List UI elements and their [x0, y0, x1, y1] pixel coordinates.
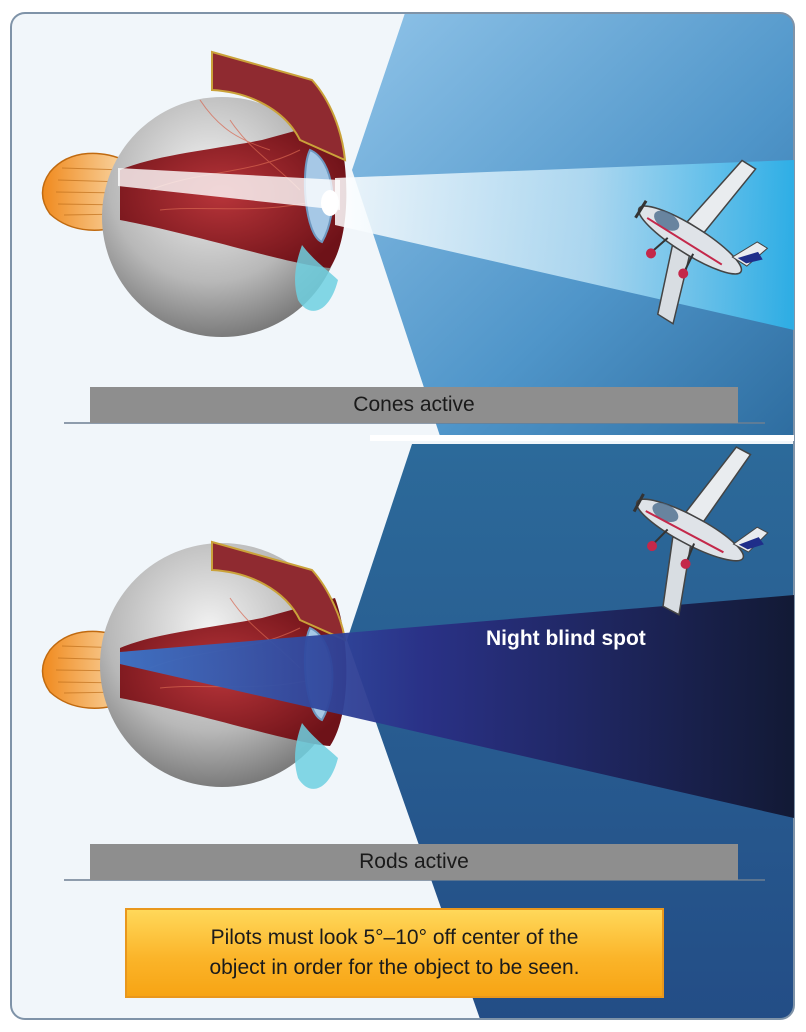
panel-divider [370, 435, 794, 441]
cones-active-label: Cones active [90, 387, 738, 423]
pilot-tip-line-2: object in order for the object to be see… [209, 956, 580, 979]
airplane-top-icon [634, 159, 769, 325]
pilot-tip-callout: Pilots must look 5°–10° off center of th… [125, 908, 664, 998]
pilot-tip-line-1: Pilots must look 5°–10° off center of th… [210, 925, 579, 949]
rod-light-beam [120, 595, 794, 818]
night-blind-spot-label: Night blind spot [486, 627, 646, 650]
rods-active-label: Rods active [90, 844, 738, 880]
eye-cones-illustration [41, 50, 347, 337]
airplane-bottom-icon [632, 446, 769, 616]
